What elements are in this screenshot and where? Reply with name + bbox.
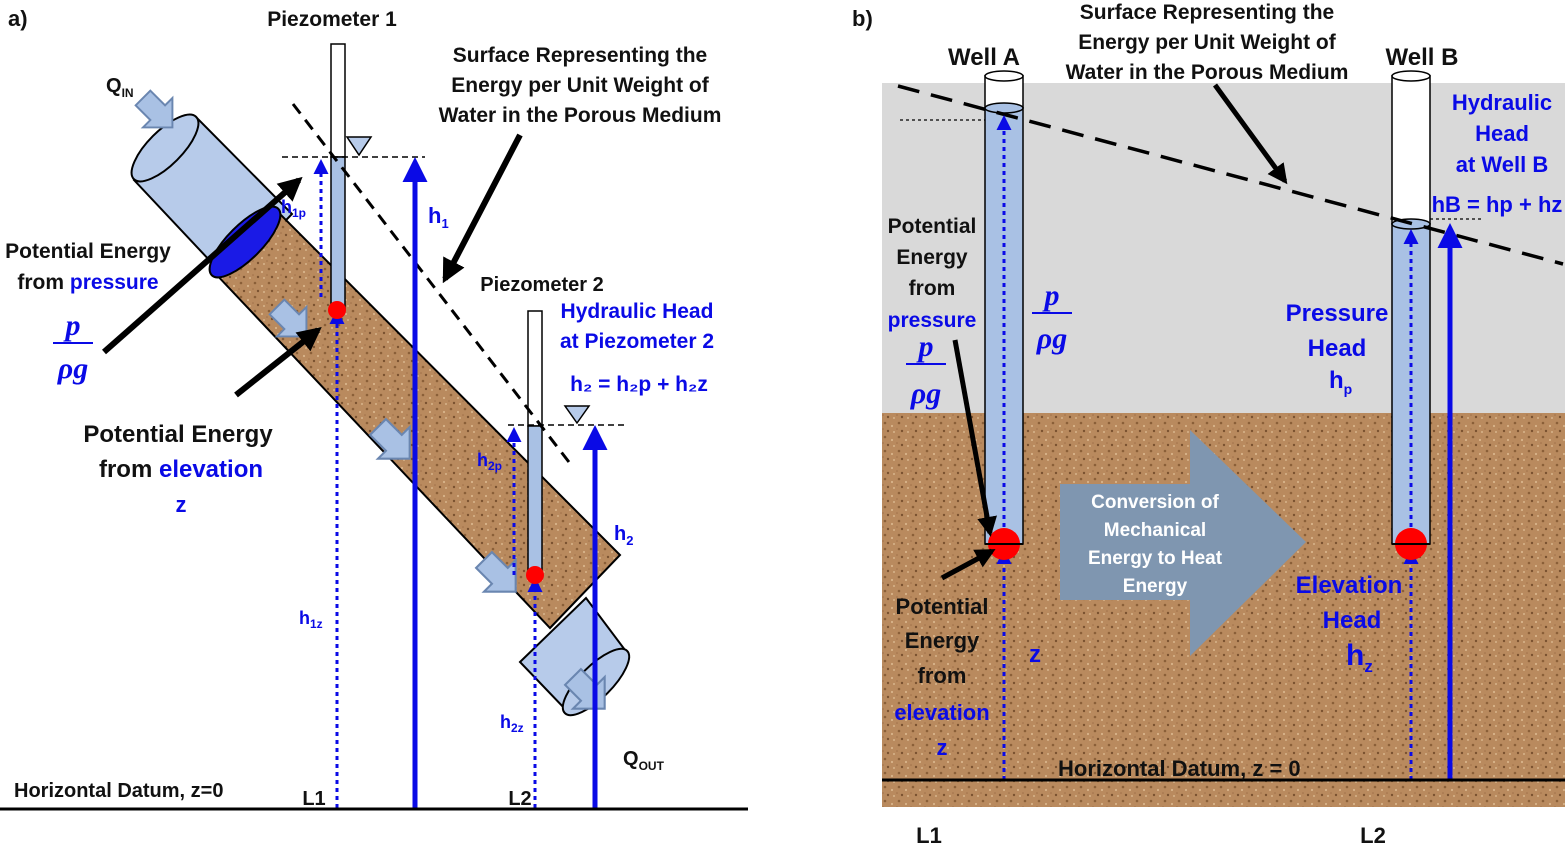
energy-surface-line [291, 103, 574, 467]
flow-arrow-in [134, 89, 174, 129]
p-over-rho-g-numerator: p [63, 309, 81, 342]
pe-elevation-line: from [918, 663, 967, 688]
p-over-rho-g-b-numerator: p [916, 330, 934, 363]
l1-label-b: L1 [916, 823, 942, 847]
pe-elevation-line: Potential [896, 594, 989, 619]
pe-pressure-line: pressure [888, 309, 977, 332]
pe-elevation-line1: Potential Energy [83, 421, 273, 448]
panel-a: a) [0, 6, 748, 811]
surface-label-b: Surface Representing the Energy per Unit… [1066, 1, 1349, 84]
pe-pressure-line: from [909, 277, 956, 300]
pressure-head-label: Pressure Head [1286, 300, 1389, 362]
pe-pressure-line2: from pressure [17, 271, 158, 294]
water-level-2-icon [563, 405, 591, 425]
h2z-label: h2z [500, 712, 524, 735]
q-in-label: QIN [106, 75, 134, 100]
surface-label-line: Surface Representing the [1080, 1, 1334, 24]
z-label: z [1029, 641, 1041, 668]
pe-pressure-line1: Potential Energy [5, 240, 171, 263]
piezometer-2-label: Piezometer 2 [480, 274, 603, 296]
callout-arrows [102, 133, 523, 398]
q-out-label: QOUT [623, 748, 665, 773]
water-level-1-icon [345, 136, 373, 157]
pe-elevation-line: z [937, 735, 948, 760]
surface-label-line: Water in the Porous Medium [1066, 61, 1349, 84]
pressure-head-line: Head [1308, 335, 1367, 362]
surface-callout-arrow [442, 133, 523, 284]
pressure-head-line: Pressure [1286, 300, 1389, 327]
p-over-rho-g-b-denominator: ρg [910, 377, 941, 410]
h2-label: h2 [614, 523, 633, 548]
pe-pressure-line: Energy [896, 246, 968, 269]
elevation-head-line: Head [1323, 607, 1382, 634]
hydraulic-head-p2-line1: Hydraulic Head [561, 300, 714, 323]
pe-pressure-label-b: Potential Energy from pressure [888, 215, 977, 332]
conversion-line: Energy [1123, 576, 1188, 597]
h2p-label: h2p [477, 450, 502, 473]
pressure-callout-arrow-b [952, 339, 997, 537]
datum-label-a: Horizontal Datum, z=0 [14, 780, 223, 802]
head-arrows-b [996, 115, 1463, 780]
pe-elevation-line: elevation [894, 700, 989, 725]
piezometer-1-label: Piezometer 1 [267, 8, 397, 31]
elevation-callout-arrow-b [940, 548, 996, 581]
p-over-rho-g-denominator: ρg [57, 352, 88, 385]
surface-callout-arrow-b [1212, 83, 1288, 185]
flow-arrow [368, 417, 411, 460]
elevation-head-label: Elevation Head [1296, 572, 1403, 634]
hydraulic-head-line: Hydraulic [1452, 90, 1552, 115]
h1p-label: h1p [281, 197, 306, 220]
hydraulic-head-line: at Well B [1456, 152, 1549, 177]
surface-label-line: Surface Representing the [453, 44, 707, 67]
surface-label-line: Energy per Unit Weight of [1078, 31, 1336, 54]
conversion-label: Conversion of Mechanical Energy to Heat … [1088, 492, 1223, 597]
well-b-label: Well B [1386, 44, 1459, 71]
hz-label: hz [1346, 639, 1373, 676]
pe-elevation-line2: from elevation [99, 456, 263, 483]
hp-label: hp [1329, 367, 1352, 397]
hydraulic-head-label-b: Hydraulic Head at Well B [1452, 90, 1552, 177]
hydraulic-head-p2-line2: at Piezometer 2 [560, 330, 714, 353]
panel-a-tag: a) [8, 6, 28, 31]
p-over-rho-g-mid-denominator: ρg [1036, 322, 1067, 355]
l1-label-a: L1 [302, 788, 325, 810]
conversion-line: Mechanical [1104, 520, 1206, 541]
elevation-callout-arrow [234, 327, 322, 398]
panel-b: b) Conversion of Mechanical Energy to He… [852, 1, 1565, 847]
surface-label-line: Energy per Unit Weight of [451, 74, 709, 97]
flow-arrow [474, 550, 517, 593]
surface-label-a: Surface Representing the Energy per Unit… [439, 44, 722, 127]
pe-elevation-label-b: Potential Energy from elevation z [894, 594, 989, 760]
conversion-line: Conversion of [1091, 492, 1219, 513]
h1z-label: h1z [299, 608, 323, 631]
inlet-face [208, 205, 282, 279]
elevation-head-line: Elevation [1296, 572, 1403, 599]
h2-equation: h₂ = h₂p + h₂z [570, 373, 708, 396]
piezometer-2 [508, 310, 626, 572]
point-1-marker [328, 301, 346, 319]
point-2-marker [526, 566, 544, 584]
hydraulic-head-line: Head [1475, 121, 1529, 146]
panel-b-tag: b) [852, 6, 873, 31]
surface-label-line: Water in the Porous Medium [439, 104, 722, 127]
p-over-rho-g-mid-numerator: p [1042, 279, 1060, 312]
conversion-arrow [1060, 430, 1306, 656]
head-arrows [313, 157, 608, 808]
datum-label-b: Horizontal Datum, z = 0 [1058, 756, 1301, 781]
pe-pressure-line: Potential [888, 215, 977, 238]
conversion-line: Energy to Heat [1088, 548, 1223, 569]
h1-label: h1 [428, 203, 449, 231]
pressure-callout-arrow [102, 176, 303, 355]
l2-label-a: L2 [508, 788, 531, 810]
well-a-label: Well A [948, 44, 1020, 71]
pe-elevation-line3: z [176, 492, 187, 517]
l2-label-b: L2 [1360, 823, 1386, 847]
hb-equation: hB = hp + hz [1432, 192, 1563, 217]
pe-elevation-line: Energy [905, 628, 980, 653]
